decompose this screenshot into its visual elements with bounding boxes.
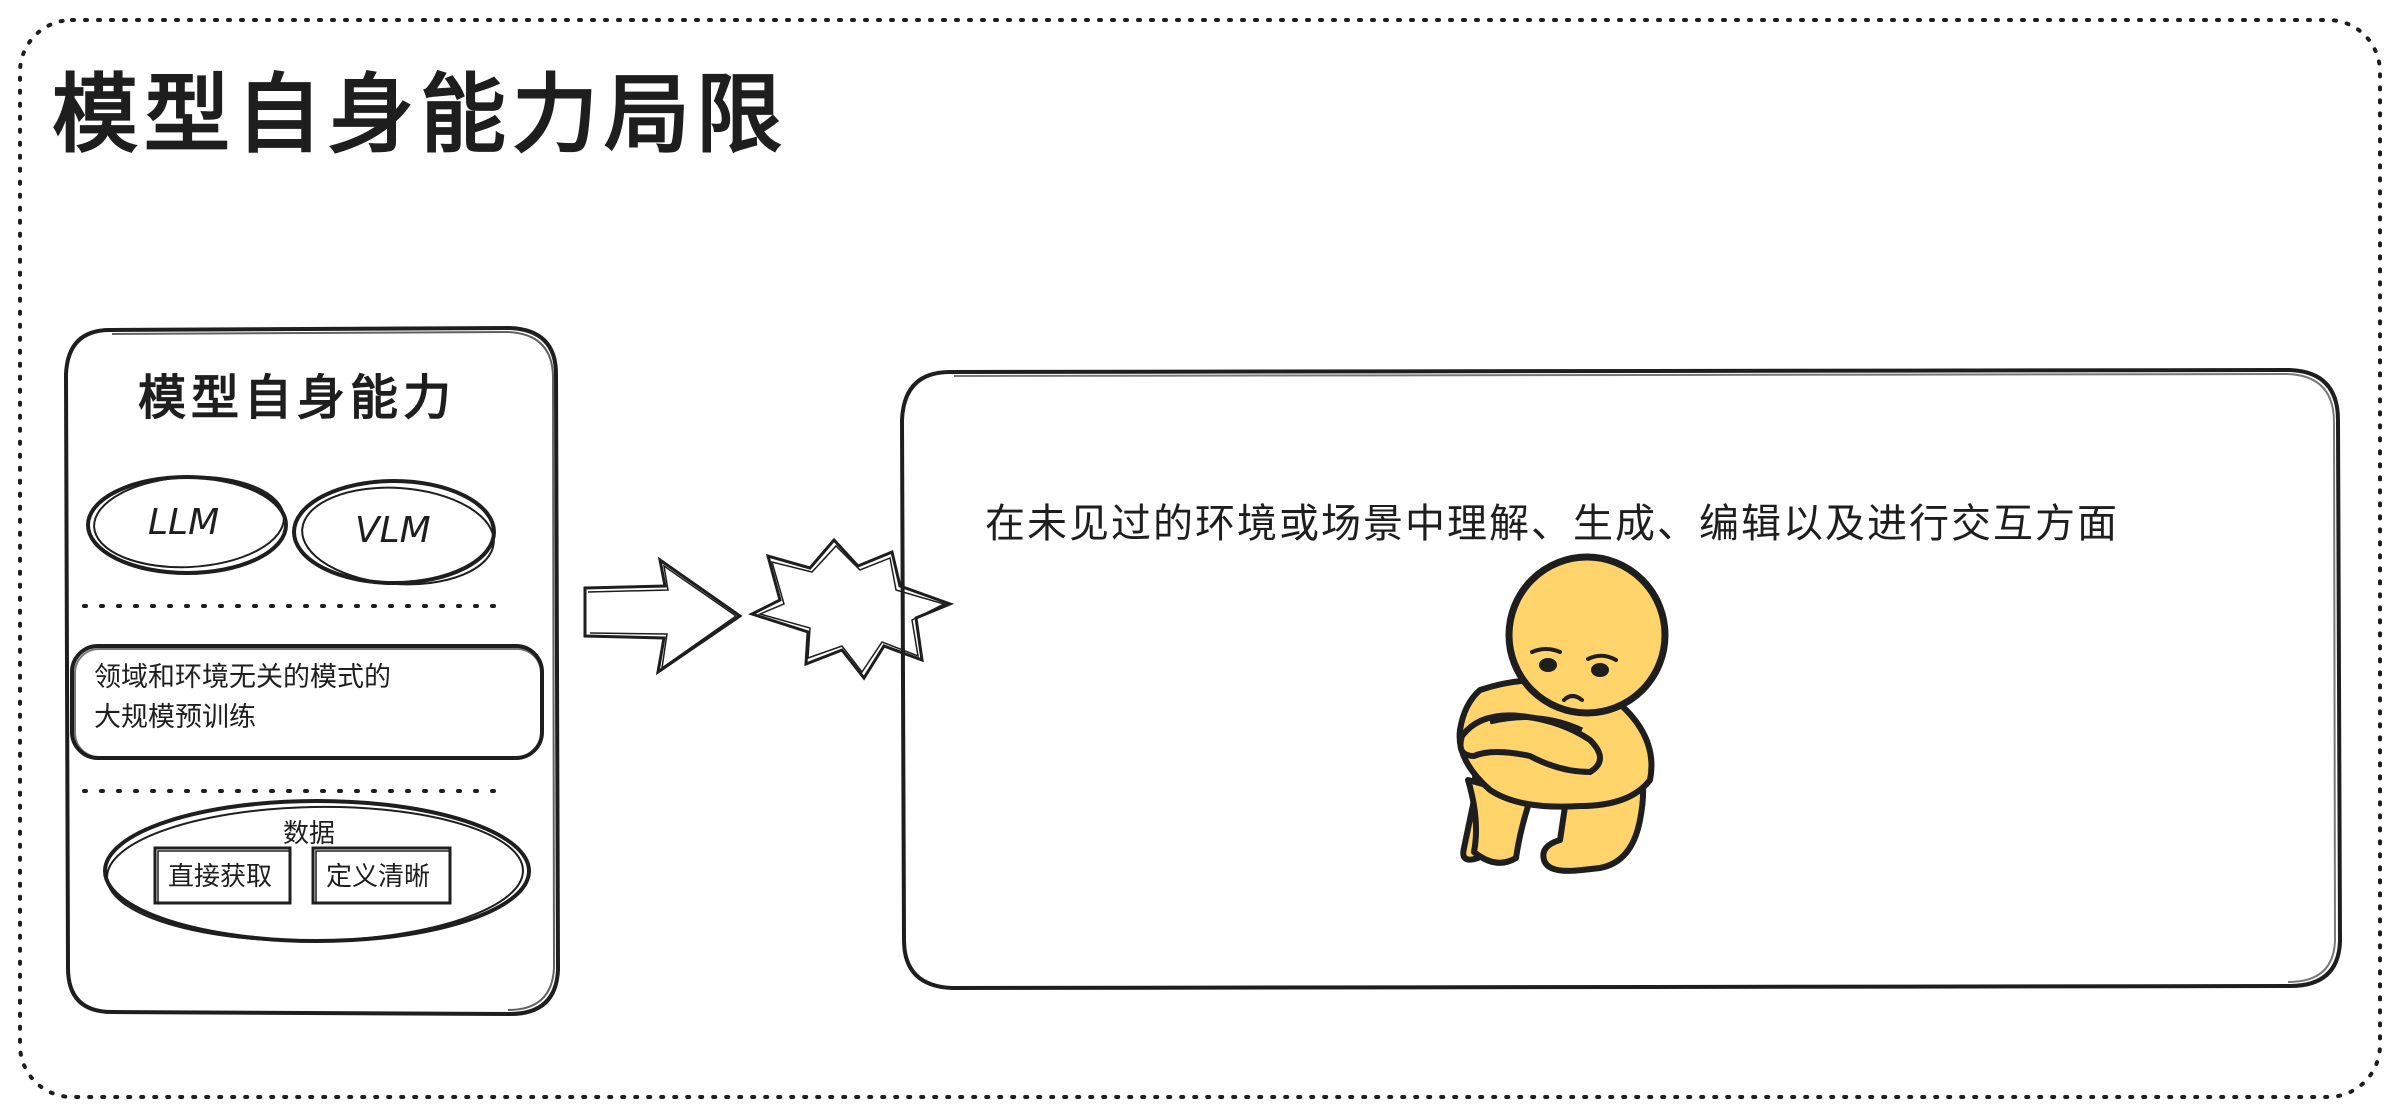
page-title: 模型自身能力局限	[52, 65, 788, 165]
hollow-right-arrow-icon	[583, 556, 743, 676]
pretraining-line-1: 领域和环境无关的模式的	[94, 662, 391, 693]
direct-acquire-box	[153, 846, 292, 905]
pretraining-text: 领域和环境无关的模式的 大规模预训练	[94, 658, 391, 738]
explosion-burst-icon	[748, 537, 955, 681]
outer-dotted-frame	[18, 18, 2382, 1099]
data-ellipse	[103, 799, 531, 943]
pretraining-line-2: 大规模预训练	[94, 702, 256, 733]
llm-label: LLM	[148, 502, 220, 543]
pretraining-box	[70, 644, 544, 760]
sad-sitting-figure-icon	[1456, 553, 1669, 874]
left-panel-title: 模型自身能力	[138, 370, 457, 426]
direct-acquire-label: 直接获取	[168, 862, 273, 892]
data-label: 数据	[283, 819, 336, 849]
vlm-ellipse	[292, 479, 496, 586]
scenario-text: 在未见过的环境或场景中理解、生成、编辑以及进行交互方面	[985, 501, 2119, 547]
llm-ellipse	[86, 475, 288, 575]
clear-definition-label: 定义清晰	[326, 862, 431, 892]
right-panel	[899, 367, 2343, 991]
clear-definition-box	[311, 846, 452, 905]
vlm-label: VLM	[355, 510, 431, 551]
left-panel-border	[63, 325, 561, 1017]
left-panel	[63, 325, 561, 1017]
